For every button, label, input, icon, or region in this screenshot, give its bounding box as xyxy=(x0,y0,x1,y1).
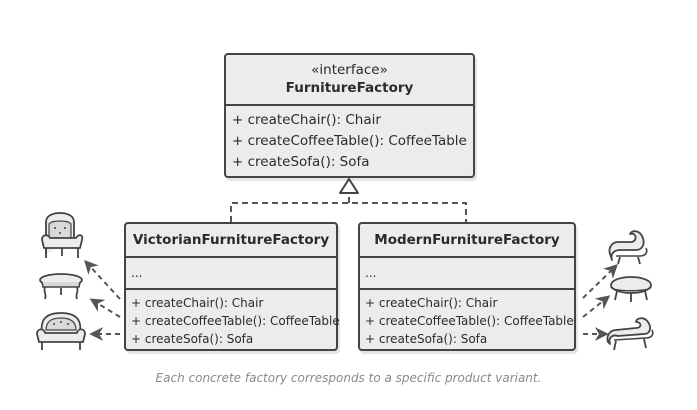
class-header: VictorianFurnitureFactory xyxy=(126,224,336,258)
method-create-chair: + createChair(): Chair xyxy=(131,296,264,310)
method-create-chair: + createChair(): Chair xyxy=(232,112,381,128)
modern-sofa-icon xyxy=(606,317,654,351)
stereotype-label: «interface» xyxy=(311,62,388,78)
method-create-coffee-table: + createCoffeeTable(): CoffeeTable xyxy=(365,314,574,328)
modern-create-arrows xyxy=(582,264,619,341)
method-create-sofa: + createSofa(): Sofa xyxy=(365,332,488,346)
class-name: FurnitureFactory xyxy=(285,80,414,96)
victorian-furniture-factory-class: VictorianFurnitureFactory ... + createCh… xyxy=(124,222,340,351)
class-name: ModernFurnitureFactory xyxy=(374,232,560,248)
method-list: + createChair(): Chair + createCoffeeTab… xyxy=(226,106,473,173)
fields-placeholder: ... xyxy=(131,266,143,280)
realization-connector xyxy=(230,178,467,222)
victorian-coffee-table-icon xyxy=(39,273,83,300)
modern-coffee-table-icon xyxy=(610,276,652,302)
class-name: VictorianFurnitureFactory xyxy=(132,232,330,248)
victorian-chair-icon xyxy=(41,212,84,258)
victorian-sofa-icon xyxy=(36,312,86,350)
realization-arrowhead xyxy=(339,178,359,194)
modern-chair-icon xyxy=(608,230,648,265)
method-create-sofa: + createSofa(): Sofa xyxy=(131,332,254,346)
field-list: ... xyxy=(360,258,574,290)
field-list: ... xyxy=(126,258,336,290)
method-create-chair: + createChair(): Chair xyxy=(365,296,498,310)
diagram-caption: Each concrete factory corresponds to a s… xyxy=(155,371,542,385)
method-create-coffee-table: + createCoffeeTable(): CoffeeTable xyxy=(232,133,467,149)
method-list: + createChair(): Chair + createCoffeeTab… xyxy=(126,290,340,348)
method-create-sofa: + createSofa(): Sofa xyxy=(232,154,370,170)
modern-furniture-factory-class: ModernFurnitureFactory ... + createChair… xyxy=(358,222,576,351)
victorian-create-arrows xyxy=(84,259,121,341)
interface-header: «interface» FurnitureFactory xyxy=(226,55,473,106)
method-create-coffee-table: + createCoffeeTable(): CoffeeTable xyxy=(131,314,340,328)
furniture-factory-interface: «interface» FurnitureFactory + createCha… xyxy=(224,53,475,178)
method-list: + createChair(): Chair + createCoffeeTab… xyxy=(360,290,574,348)
fields-placeholder: ... xyxy=(365,266,377,280)
class-header: ModernFurnitureFactory xyxy=(360,224,574,258)
